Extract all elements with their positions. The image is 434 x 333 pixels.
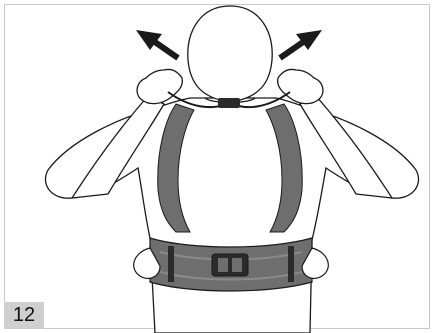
step-number-badge: 12: [4, 302, 44, 329]
arrow-up-left-icon: [136, 30, 178, 58]
arrow-up-right-icon: [280, 30, 322, 58]
buckle-icon: [212, 254, 248, 276]
